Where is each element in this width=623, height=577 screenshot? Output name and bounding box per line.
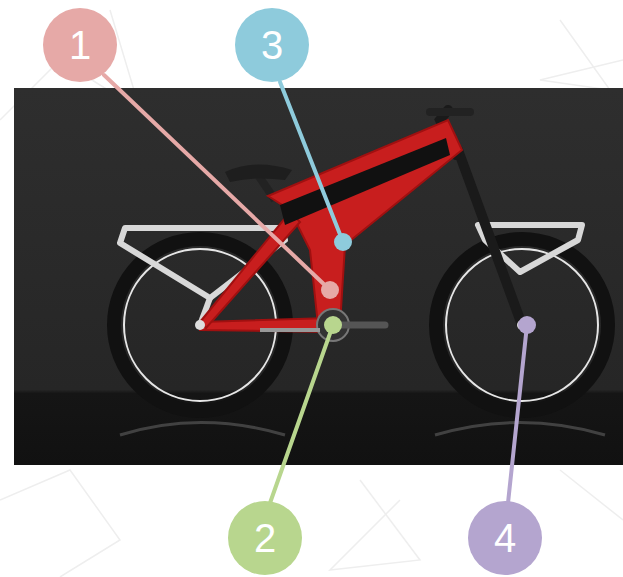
rear-rack [120, 228, 285, 325]
red-frame [200, 120, 462, 332]
callout-number: 2 [254, 518, 276, 558]
leader-dots [321, 233, 536, 334]
callout-number: 4 [494, 518, 516, 558]
callout-number: 1 [69, 25, 91, 65]
leader-lines [104, 75, 527, 503]
callout-circle: 2 [228, 501, 302, 575]
watermark [0, 10, 623, 577]
callout-circle: 4 [468, 501, 542, 575]
callout-number: 3 [261, 25, 283, 65]
callout-circle: 1 [43, 8, 117, 82]
callout-circle: 3 [235, 8, 309, 82]
